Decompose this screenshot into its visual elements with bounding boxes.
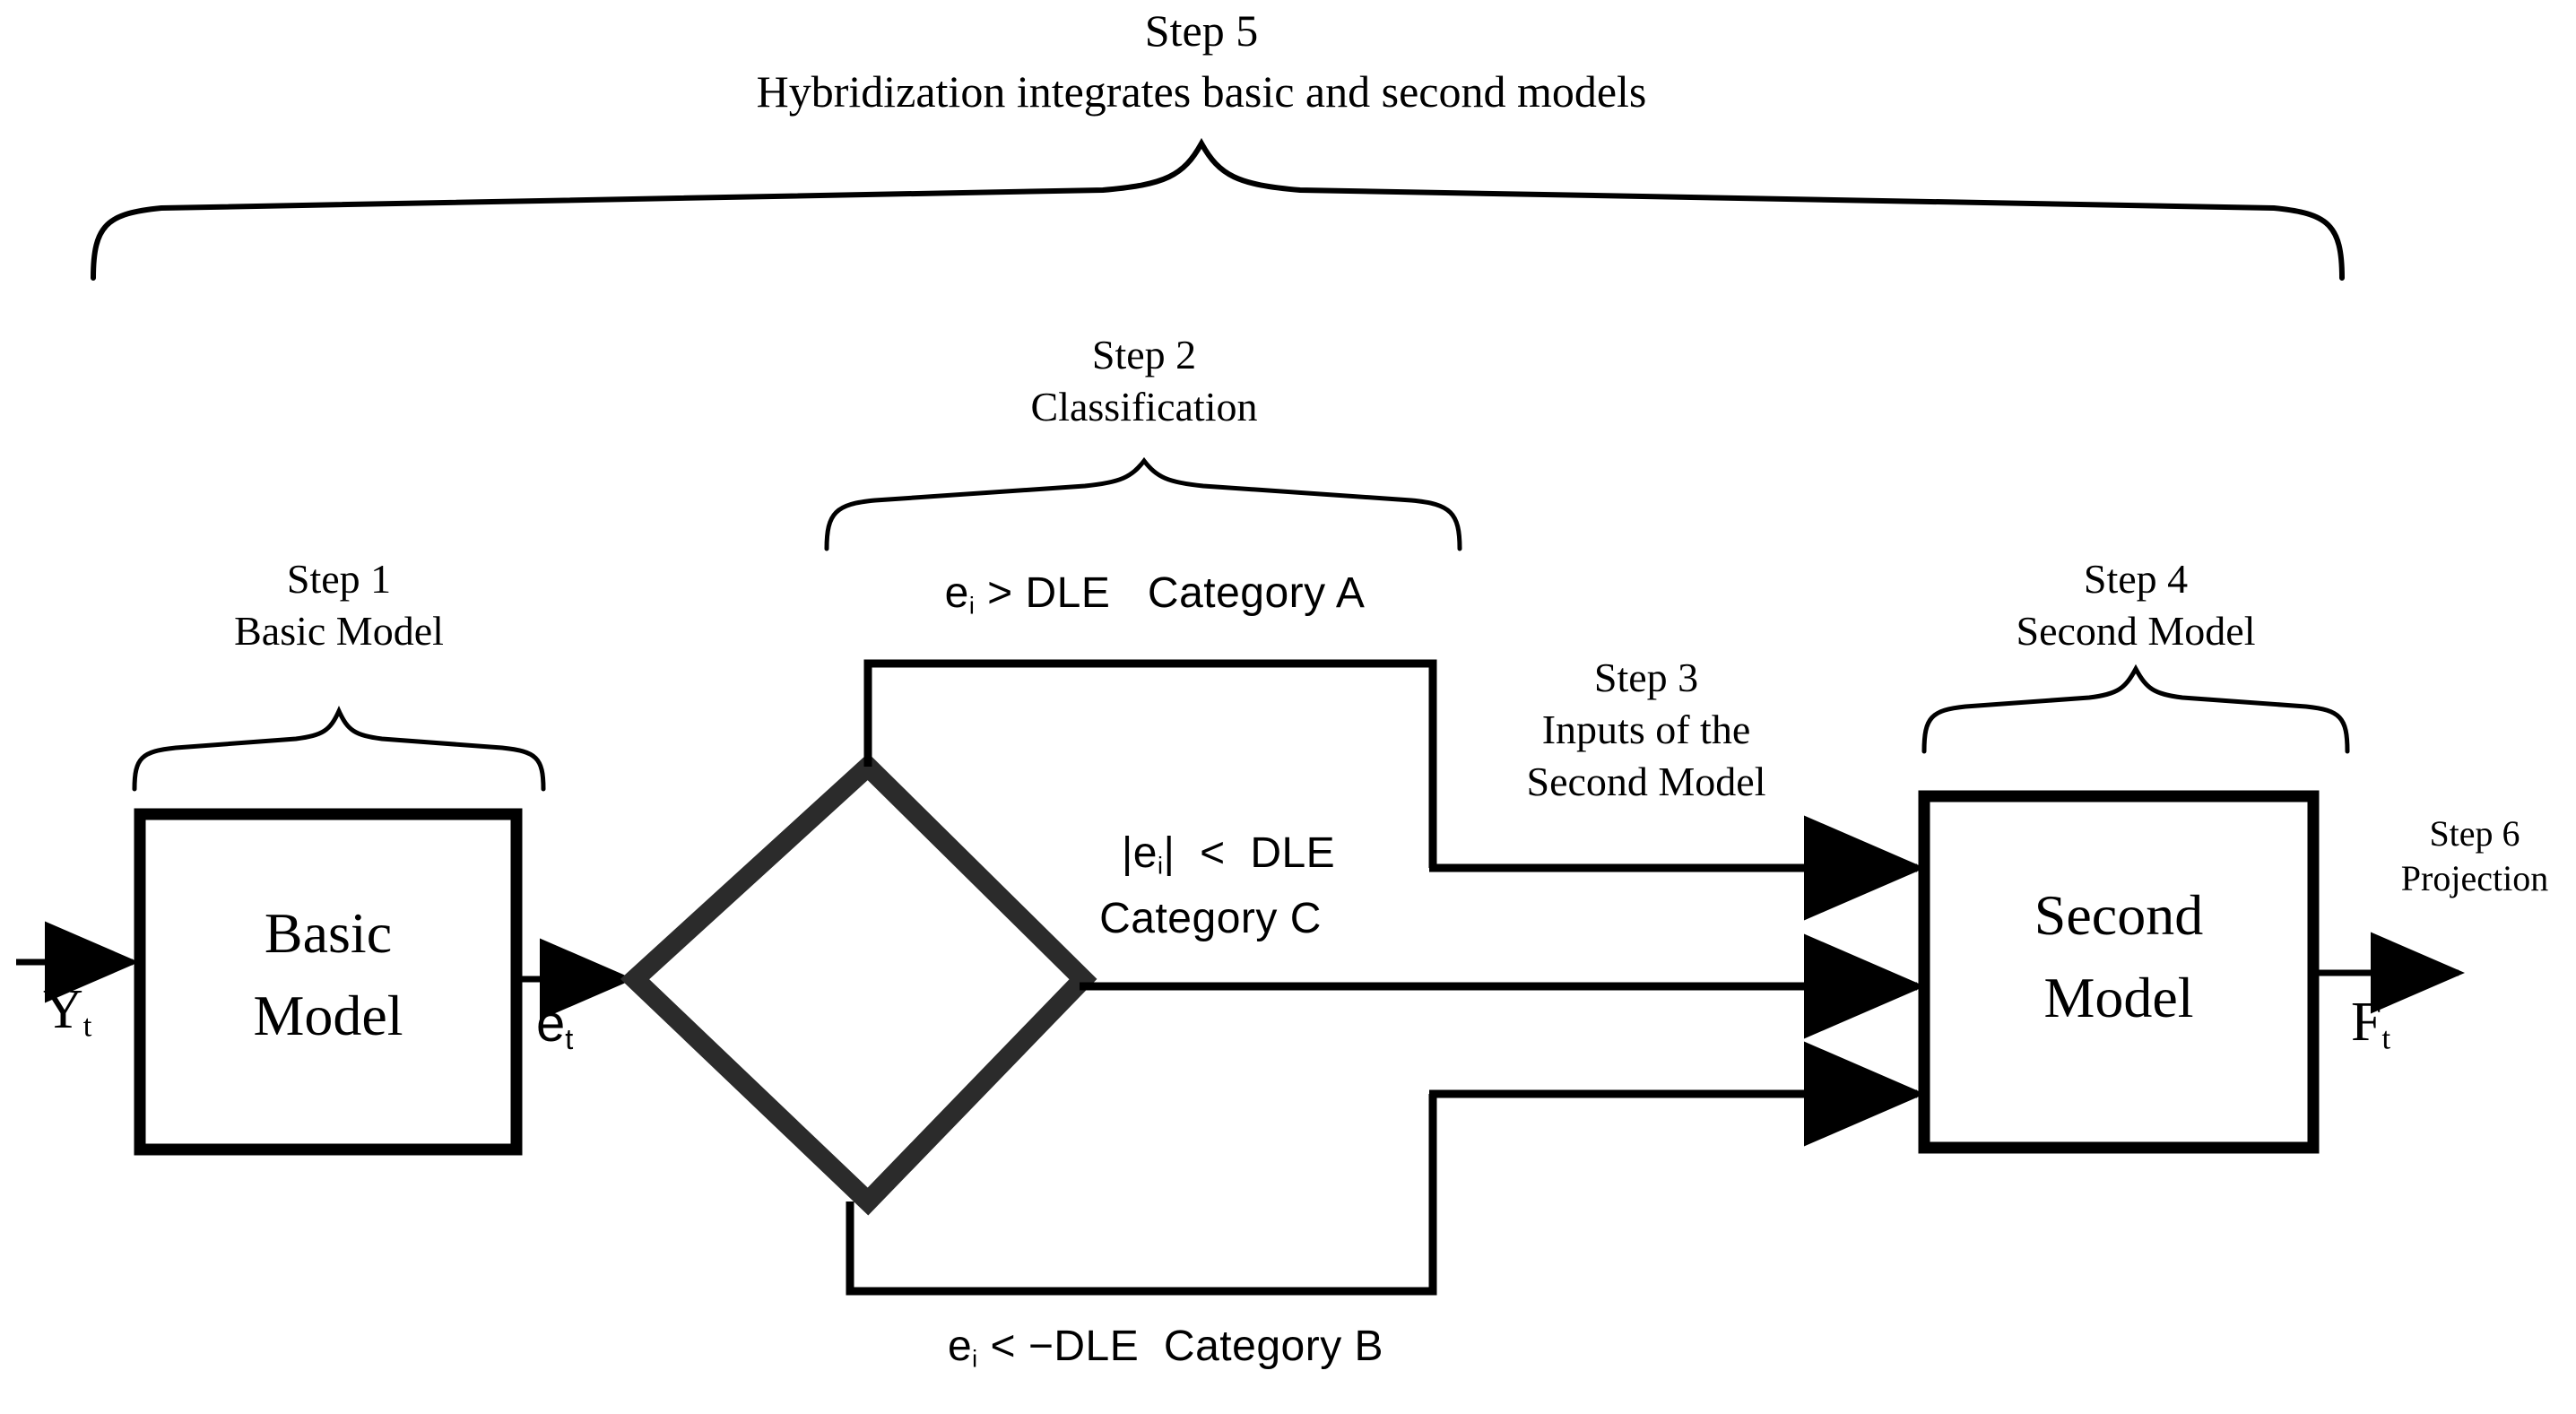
step6-description: Projection [2400,858,2549,898]
category-a-condition: ei > DLE Category A [751,569,1558,620]
category-b-condition-rest: < −DLE Category B [977,1323,1384,1370]
output-variable-base: F [2351,992,2382,1053]
step5-title: Step 5 [1144,5,1259,56]
second-model-label-line1: Second [2034,883,2204,947]
second-model-box [1918,790,2320,1154]
classification-diamond [620,752,1097,1216]
category-c-variable-subscript: i [1157,852,1164,880]
category-a-variable-subscript: i [968,592,976,620]
step4-description: Second Model [2016,608,2256,654]
step6-title: Step 6 [2429,813,2520,854]
input-variable-base: Y [43,979,83,1040]
category-b-variable-subscript: i [972,1345,978,1373]
brace-step2 [824,456,1462,551]
step5-description: Hybridization integrates basic and secon… [756,66,1647,117]
category-a-variable: e [944,569,969,617]
basic-model-label-line2: Model [253,984,403,1047]
brace-step1 [132,705,546,792]
step2-title: Step 2 [1091,332,1197,377]
error-variable-subscript: t [565,1023,574,1056]
output-variable-label: Ft [2351,992,2548,1057]
step2-description: Classification [1030,384,1258,429]
step1-description: Basic Model [234,608,444,654]
step3-description-line1: Inputs of the [1541,707,1751,752]
category-c-suffix: | < DLE [1163,829,1336,877]
output-variable-subscript: t [2381,1020,2391,1056]
input-variable-label: Yt [43,979,222,1045]
category-b-route [846,1094,1437,1296]
brace-step5 [91,137,2345,281]
step4-title: Step 4 [2083,556,2189,602]
basic-model-label-line1: Basic [264,901,393,965]
step1-title: Step 1 [286,556,392,602]
step3-title: Step 3 [1593,655,1699,700]
category-b-condition: ei < −DLE Category B [762,1323,1569,1373]
brace-step4 [1921,664,2350,754]
second-model-label-line2: Model [2043,966,2194,1029]
input-variable-subscript: t [82,1008,92,1044]
category-a-condition-rest: > DLE Category A [975,569,1366,617]
category-c-name: Category C [1099,895,1322,942]
error-variable-label: et [536,994,716,1056]
step3-description-line2: Second Model [1526,759,1766,804]
category-c-condition: |ei| < DLE [915,829,1542,880]
category-c-prefix: |e [1121,829,1158,877]
category-a-route [863,659,1437,868]
error-variable-base: e [536,994,566,1053]
category-b-variable: e [947,1323,973,1370]
basic-model-box [134,808,523,1156]
